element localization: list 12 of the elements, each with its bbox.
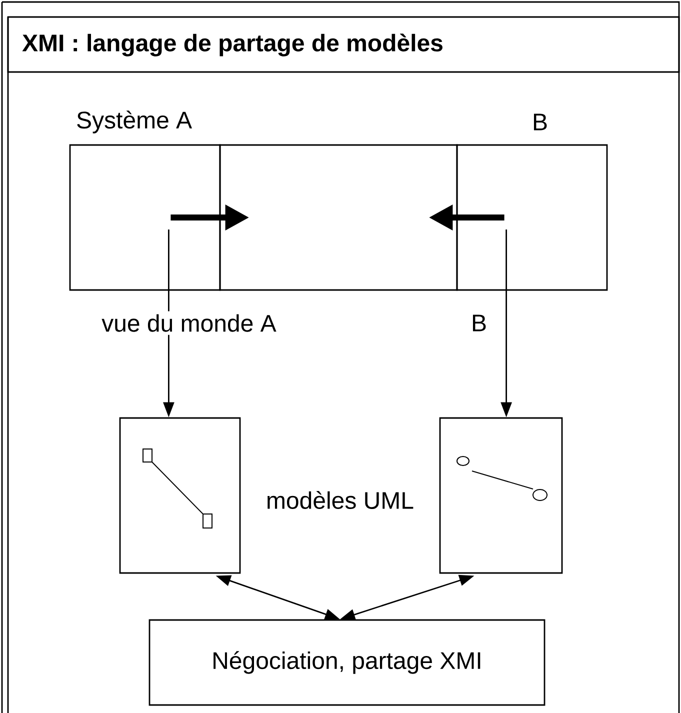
system-section: B [456, 114, 608, 291]
label: modèles UML [264, 489, 416, 511]
title-box: XMI : langage de partage de modèles [7, 16, 680, 73]
model-box [439, 417, 563, 574]
system-section [219, 144, 458, 291]
edge-label: B [468, 312, 490, 334]
process-box: Négociation, partage XMI [148, 619, 546, 706]
edge-label: vue du monde A [98, 311, 280, 335]
model-box [119, 417, 241, 574]
system-section: Système A [69, 110, 221, 291]
node-label: B [534, 114, 547, 130]
node-label: Système A [77, 110, 192, 134]
